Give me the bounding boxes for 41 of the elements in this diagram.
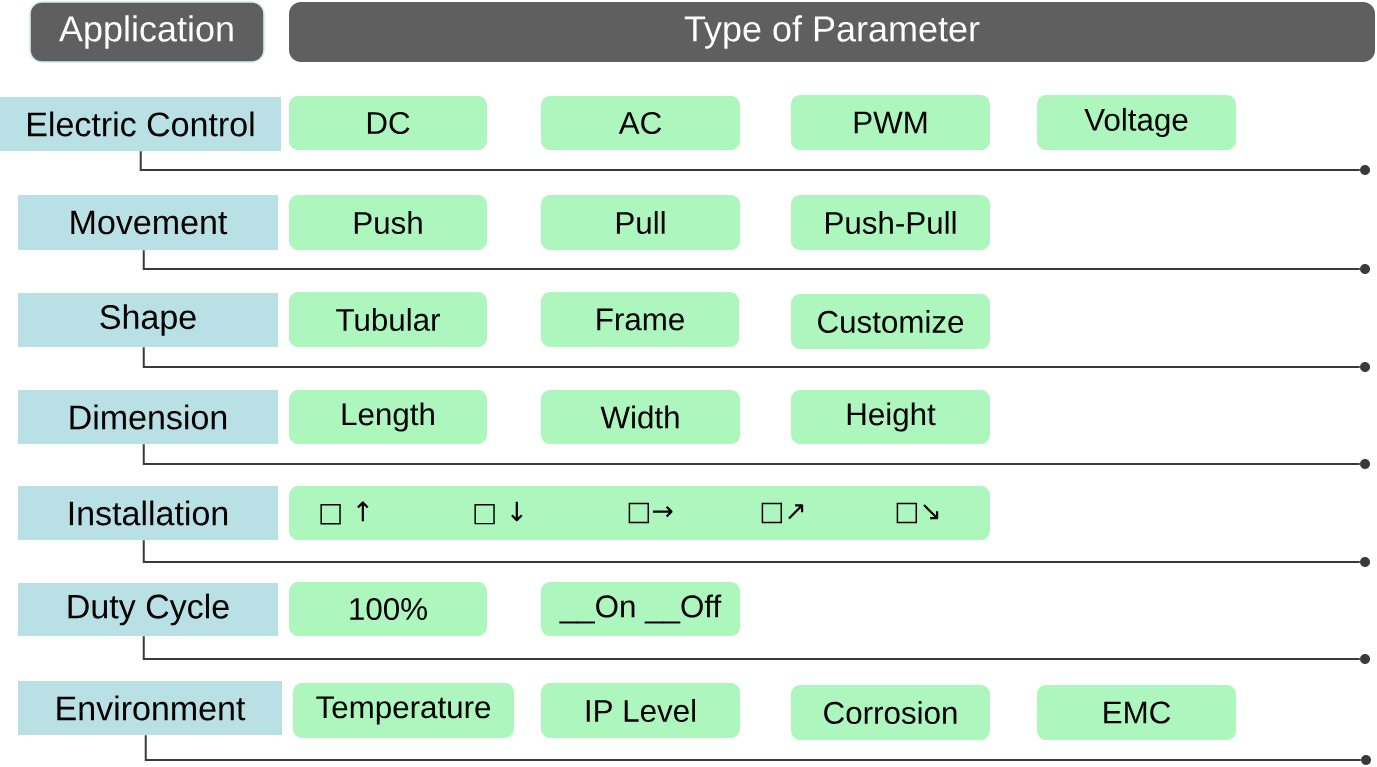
parameter-box: 100%	[289, 582, 487, 636]
checkbox-arrow: □ ↑	[320, 501, 369, 525]
parameter-box: Frame	[541, 292, 739, 347]
parameter-box: Temperature	[293, 683, 514, 738]
checkbox-arrow: □ ↓	[474, 501, 523, 525]
checkbox-arrow: □→	[628, 502, 673, 524]
checkbox-arrow: □↘	[896, 502, 939, 524]
option-panel	[289, 486, 990, 540]
parameter-box: Height	[791, 390, 990, 444]
parameter-box: Tubular	[289, 292, 487, 347]
parameter-box: __On __Off	[541, 582, 740, 636]
category-box: Duty Cycle	[18, 583, 278, 636]
parameter-box: Pull	[541, 195, 740, 250]
parameter-box: AC	[541, 96, 740, 150]
connector-line	[144, 734, 1362, 761]
category-box: Shape	[18, 293, 278, 347]
category-box: Environment	[18, 681, 282, 735]
category-box: Movement	[18, 195, 278, 250]
connector-line	[142, 249, 1361, 270]
connector-line	[139, 150, 1361, 171]
connector-line	[142, 539, 1361, 563]
connector-line	[142, 635, 1361, 660]
connector-line	[142, 346, 1361, 368]
parameter-box: PWM	[791, 95, 990, 150]
parameter-box: IP Level	[541, 683, 740, 738]
parameter-box: Width	[541, 390, 740, 444]
category-box: Electric Control	[0, 97, 281, 151]
category-box: Installation	[18, 486, 278, 540]
parameter-box: EMC	[1037, 685, 1236, 740]
header-box: Type of Parameter	[289, 2, 1375, 62]
parameter-box: Push-Pull	[791, 195, 990, 250]
checkbox-arrow: □↗	[761, 502, 804, 524]
parameter-box: Length	[289, 390, 487, 444]
parameter-box: Push	[289, 195, 487, 250]
connector-line	[142, 443, 1361, 465]
parameter-box: Voltage	[1037, 95, 1236, 150]
header-box: Application	[29, 1, 265, 63]
parameter-box: DC	[289, 96, 487, 150]
parameter-box: Customize	[791, 294, 990, 349]
category-box: Dimension	[18, 390, 278, 444]
parameter-box: Corrosion	[791, 685, 990, 740]
